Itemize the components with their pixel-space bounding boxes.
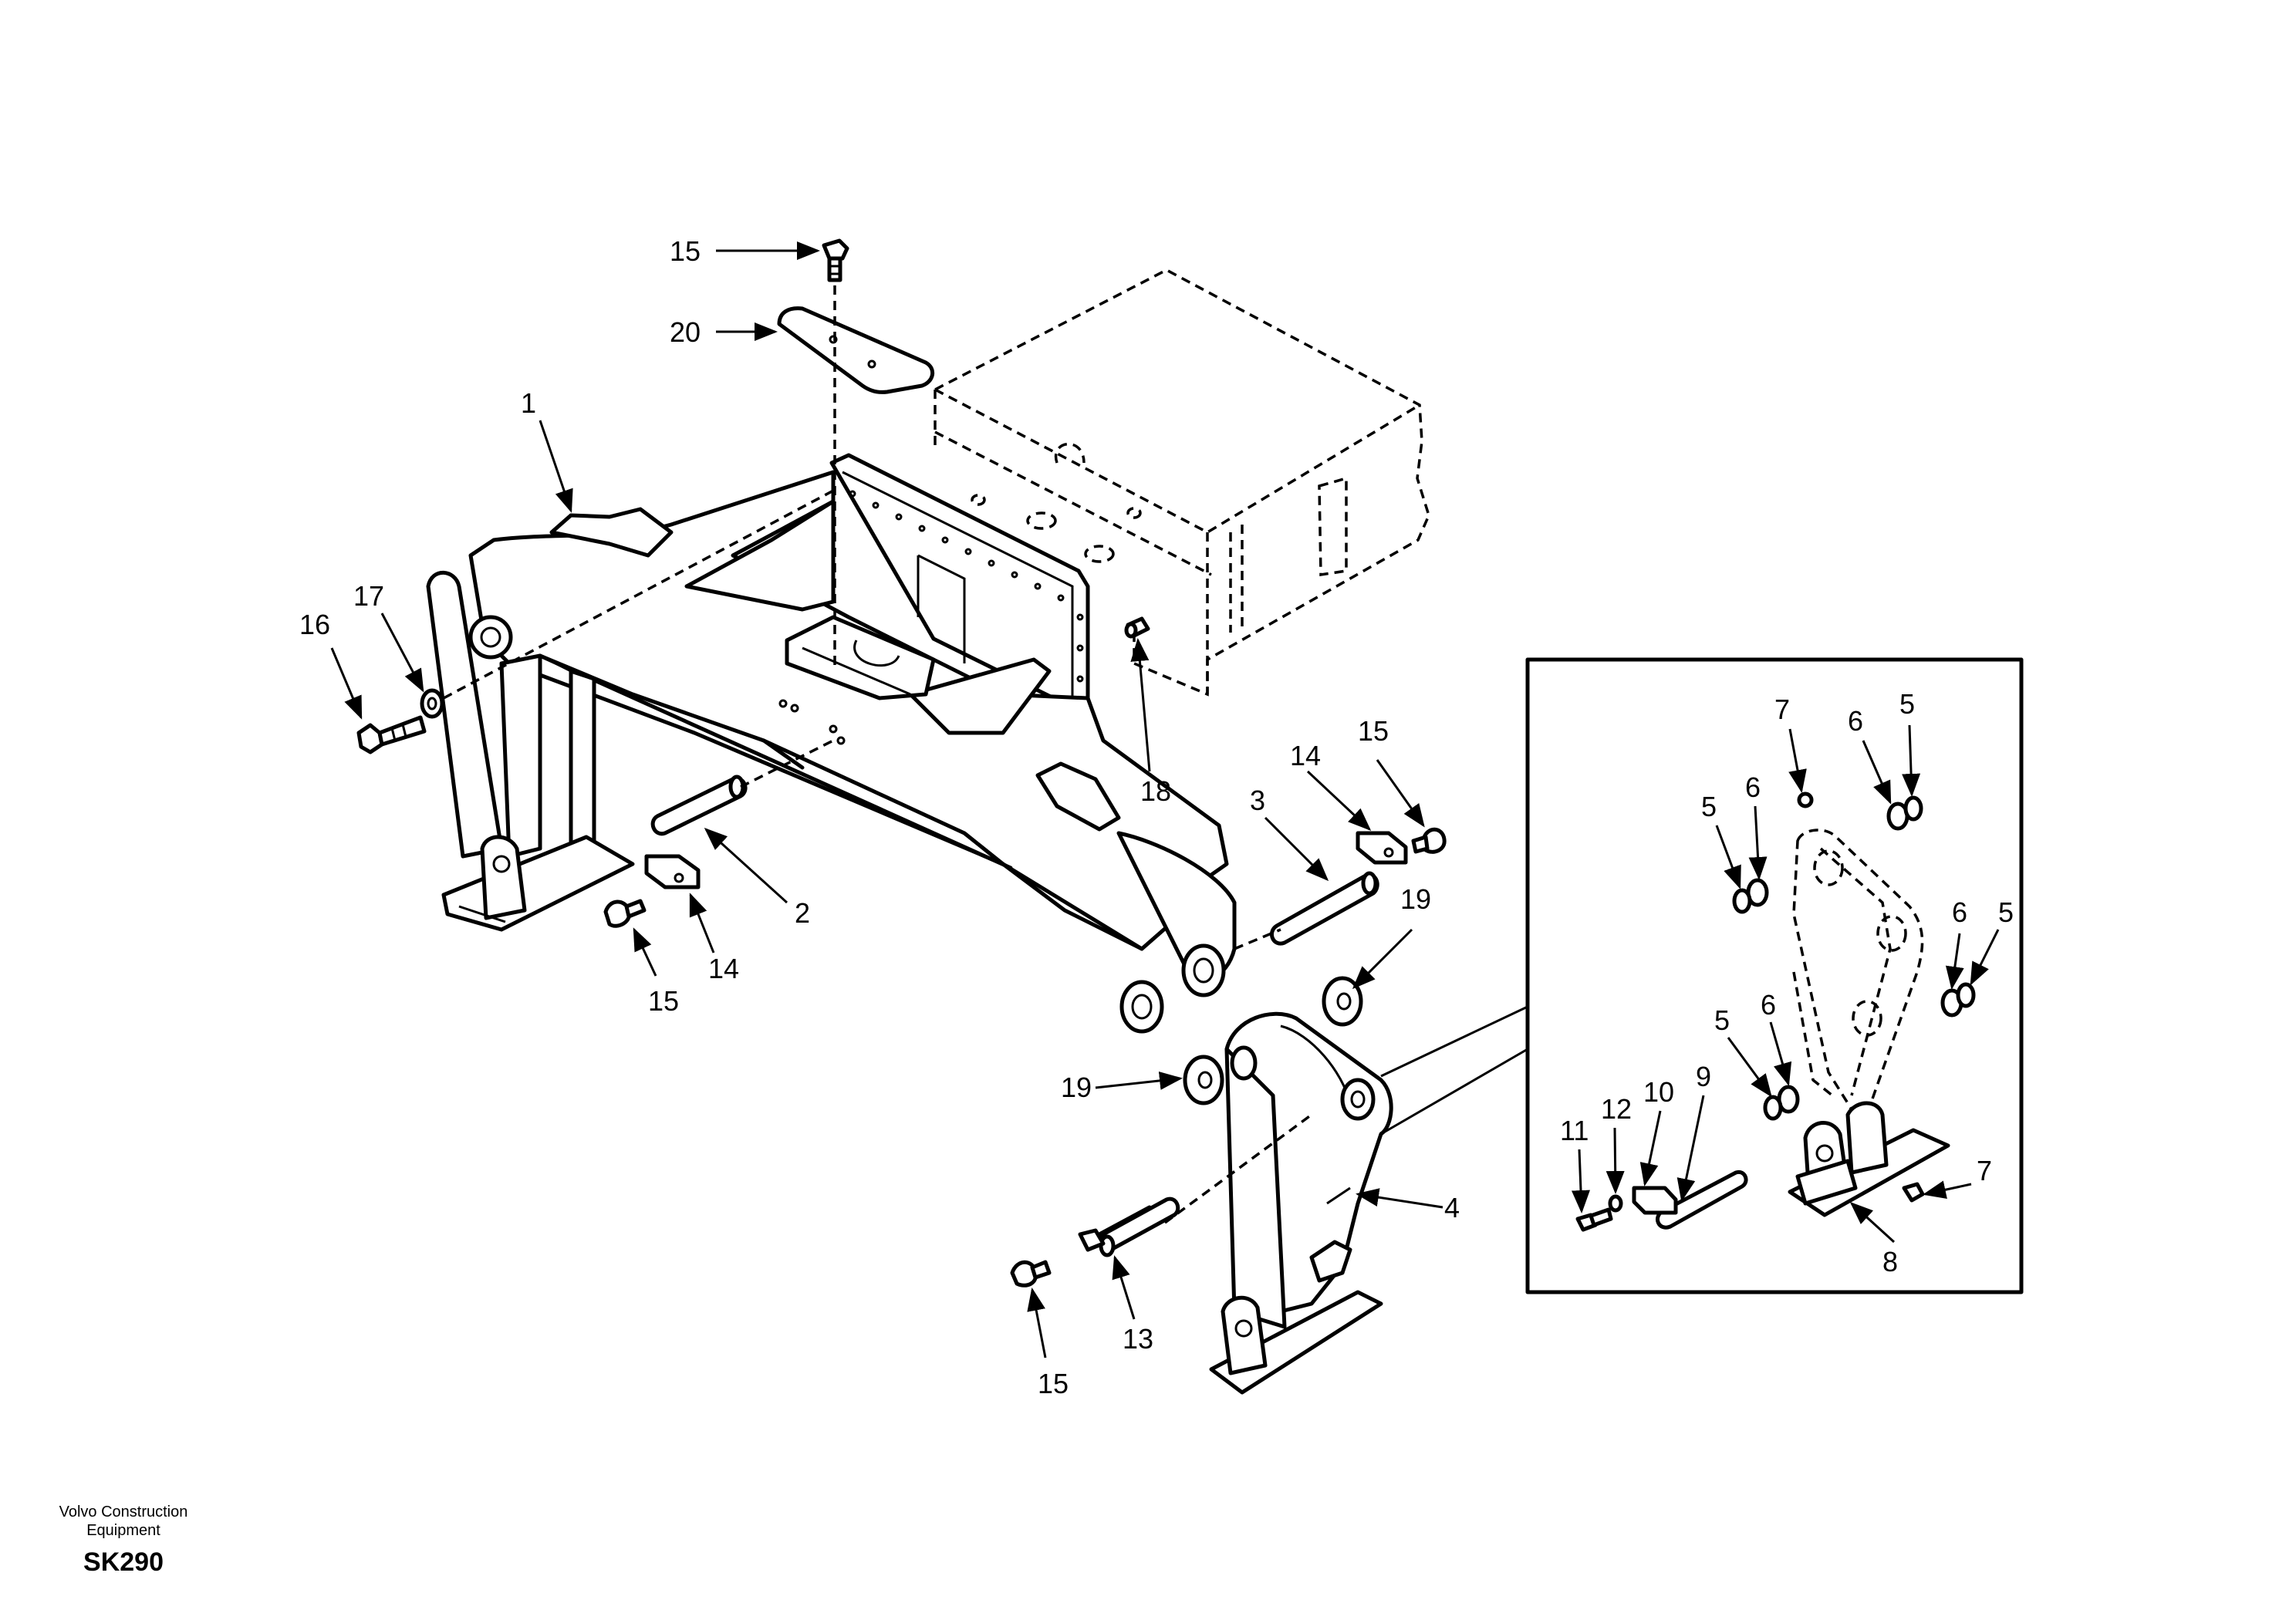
callout-11: 11 [1560,1115,1589,1146]
callout-1: 1 [521,387,536,419]
callout-6-d: 6 [1761,989,1776,1021]
brand-line-2: Equipment [86,1522,160,1539]
callout-13: 13 [1123,1323,1153,1355]
main-frame-part-1 [426,453,1237,1034]
callout-15-right: 15 [1358,715,1389,747]
footer-caption: Volvo Construction Equipment SK290 [31,1503,216,1578]
callout-4: 4 [1444,1192,1460,1223]
diagram-code: SK290 [83,1547,164,1577]
callout-6-c: 6 [1952,896,1967,928]
callout-18: 18 [1140,775,1171,807]
washer-part-19-upper [1322,976,1363,1027]
rear-pin-axis [443,488,836,700]
callout-14-left: 14 [708,953,739,984]
dowel-part-18 [1124,616,1150,639]
pin-part-13 [1078,1196,1180,1257]
callout-5-c: 5 [1998,896,2014,928]
callout-12: 12 [1601,1093,1632,1125]
callout-19-upper: 19 [1400,883,1431,915]
pin-2-axis [740,739,834,788]
bolt-part-15-top [822,238,849,282]
bolt-part-15-bottom [1010,1260,1052,1288]
bolt-part-15-left [603,899,647,928]
callout-20: 20 [670,316,701,348]
callout-3: 3 [1250,785,1265,816]
pin-part-3 [1270,871,1379,946]
pin-3-axis [1234,928,1281,950]
machine-body-outline [934,268,1430,697]
callout-6-a: 6 [1848,705,1863,737]
callout-10: 10 [1643,1076,1674,1108]
pin-part-2 [650,775,748,836]
lock-plate-part-14-left [644,854,701,889]
washer-part-17 [420,688,444,719]
callout-15-top: 15 [670,235,701,267]
detail-inset [1380,657,2024,1294]
callout-5-b: 5 [1701,791,1717,822]
callout-5-d: 5 [1714,1004,1730,1036]
callout-15-bottom: 15 [1038,1368,1069,1399]
callout-17: 17 [353,580,384,612]
front-support-part-4 [1209,1011,1393,1395]
callout-8: 8 [1882,1246,1898,1277]
brand-line-1: Volvo Construction [59,1504,188,1520]
callout-2: 2 [795,897,810,929]
callout-5-a: 5 [1899,688,1915,720]
bolt-part-15-right [1411,827,1447,854]
callout-19-lower: 19 [1061,1072,1092,1103]
lock-plate-part-14-right [1356,831,1408,865]
callout-16: 16 [299,609,330,640]
callout-15-left: 15 [648,985,679,1017]
callout-9: 9 [1696,1061,1711,1092]
small-holes [778,699,846,745]
cover-plate-part-20 [777,306,935,394]
callout-14-right: 14 [1290,740,1321,771]
callout-labels: 15 20 1 16 17 18 2 14 15 3 14 15 19 19 4… [299,235,2014,1399]
callout-leaders [330,241,2000,1358]
washer-part-19-lower [1183,1055,1224,1105]
callout-6-b: 6 [1745,771,1761,803]
callout-7-top: 7 [1774,694,1790,725]
callout-7-bottom: 7 [1977,1155,1992,1186]
bolt-part-16 [356,715,427,754]
